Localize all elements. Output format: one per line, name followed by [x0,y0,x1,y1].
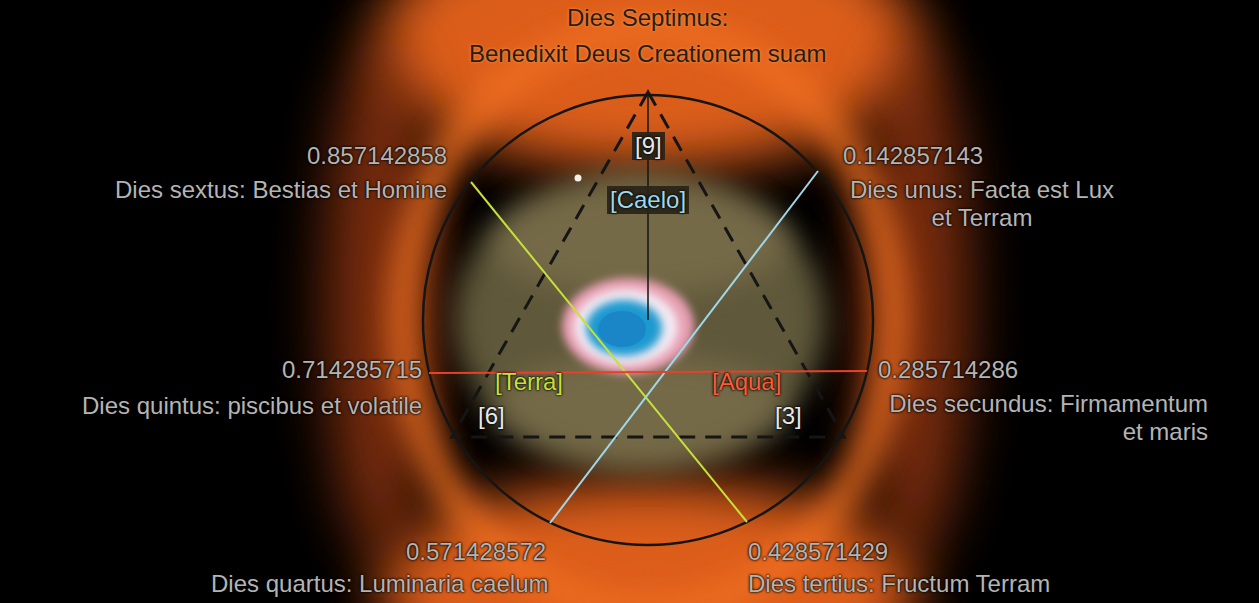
day-label: Dies quintus: piscibus et volatile [82,392,422,420]
day-label: Dies secundus: Firmamentum et maris [878,390,1208,445]
nebula-halo [490,185,790,295]
vertex-number: [3] [775,402,802,430]
radial-line [429,371,867,373]
day-label: Dies sextus: Bestias et Homine [115,176,447,204]
nebula-halo [455,170,825,470]
element-label: [Caelo] [607,186,689,214]
nebula-shell [403,30,893,603]
dashed-triangle [452,92,844,437]
day-label: Benedixit Deus Creationem suam [469,40,827,68]
outer-circle [423,95,873,545]
vertex-number: [6] [478,402,505,430]
ratio-number: 0.285714286 [878,356,1018,384]
star [575,175,582,182]
vertex-number: [9] [632,132,665,160]
day-label: Dies tertius: Fructum Terram [748,570,1050,598]
nebula-core [586,300,662,356]
ratio-number: 0.714285715 [282,356,422,384]
nebula-core [598,311,646,347]
radial-line [471,182,747,522]
ratio-number: 0.857142858 [307,142,447,170]
ratio-number: 0.428571429 [748,538,888,566]
day-label: Dies Septimus: [567,4,728,32]
day-label: Dies quartus: Luminaria caelum [211,570,549,598]
ratio-number: 0.142857143 [843,142,983,170]
element-label: [Aqua] [712,368,781,396]
day-label: Dies unus: Facta est Lux et Terram [843,176,1121,231]
radial-line [550,171,818,523]
ratio-number: 0.571428572 [406,538,546,566]
element-label: [Terra] [495,368,563,396]
